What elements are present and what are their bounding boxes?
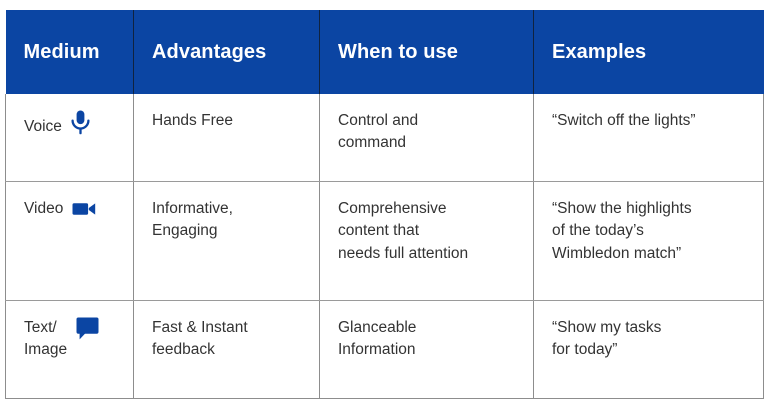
medium-label-voice: Voice (24, 118, 62, 135)
cell-examples-video: “Show the highlights of the today’s Wimb… (533, 181, 764, 301)
table-header: Medium Advantages When to use Examples (5, 10, 764, 94)
table-row: Video Informative, Engaging Comprehensiv… (5, 181, 764, 301)
microphone-icon (71, 110, 90, 142)
column-header-when-to-use: When to use (319, 10, 534, 94)
cell-medium-voice: Voice (5, 94, 134, 182)
cell-advantages-video: Informative, Engaging (133, 181, 320, 301)
column-header-medium: Medium (5, 10, 134, 94)
cell-examples-voice: “Switch off the lights” (533, 94, 764, 182)
advantages-text: Informative, Engaging (152, 200, 233, 240)
video-camera-icon (72, 201, 96, 224)
speech-bubble-icon (76, 317, 99, 347)
cell-advantages-voice: Hands Free (133, 94, 320, 182)
medium-comparison-table: Medium Advantages When to use Examples V… (5, 10, 764, 399)
examples-text: “Switch off the lights” (552, 112, 696, 129)
advantages-text: Fast & Instant feedback (152, 319, 248, 359)
cell-when-to-use-text-image: Glanceable Information (319, 300, 534, 399)
cell-medium-text-image: Text/ Image (5, 300, 134, 399)
medium-label-video: Video (24, 200, 64, 217)
when-to-use-text: Comprehensive content that needs full at… (338, 200, 469, 262)
header-row: Medium Advantages When to use Examples (5, 10, 764, 94)
table-row: Text/ Image Fast & Instant feedback Glan… (5, 300, 764, 399)
cell-advantages-text-image: Fast & Instant feedback (133, 300, 320, 399)
examples-text: “Show the highlights of the today’s Wimb… (552, 200, 692, 262)
when-to-use-text: Control and command (338, 112, 419, 152)
column-header-advantages: Advantages (133, 10, 320, 94)
column-header-examples: Examples (533, 10, 764, 94)
advantages-text: Hands Free (152, 112, 233, 129)
when-to-use-text: Glanceable Information (338, 319, 417, 359)
cell-examples-text-image: “Show my tasks for today” (533, 300, 764, 399)
table-row: Voice Hands Free Control and command “Sw… (5, 94, 764, 182)
cell-when-to-use-voice: Control and command (319, 94, 534, 182)
examples-text: “Show my tasks for today” (552, 319, 662, 359)
cell-medium-video: Video (5, 181, 134, 301)
medium-label-text-image: Text/ Image (24, 319, 68, 359)
table-body: Voice Hands Free Control and command “Sw… (5, 94, 764, 399)
cell-when-to-use-video: Comprehensive content that needs full at… (319, 181, 534, 301)
